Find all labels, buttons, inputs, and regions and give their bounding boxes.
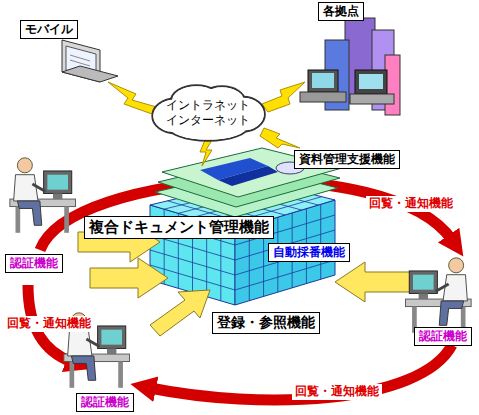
lightning-bolt: [260, 128, 300, 148]
chart-shape: [218, 166, 278, 186]
function-box: 複合ドキュメント管理機能: [84, 216, 274, 239]
node-text: 複合ドキュメント管理機能: [89, 218, 269, 237]
illustration-part: [70, 55, 90, 66]
function-box: 資料管理支援機能: [294, 150, 400, 169]
flow-label: 回覧・通知機能: [292, 384, 382, 400]
node-text: 資料管理支援機能: [299, 152, 395, 167]
illustration-part: [312, 73, 334, 88]
illustration-part: [350, 94, 394, 104]
node-text: 認証機能: [419, 329, 467, 344]
node-text: 登録・参照機能: [217, 314, 315, 332]
network-bolts: [108, 82, 305, 166]
node-text: 認証機能: [81, 395, 129, 410]
auth-box: 認証機能: [414, 327, 472, 346]
function-box: 自動採番機能: [268, 243, 350, 262]
data-arrows: [78, 222, 420, 336]
lightning-bolt: [200, 140, 212, 166]
node-text: 自動採番機能: [273, 245, 345, 260]
network-cloud: イントラネット インターネット: [150, 84, 266, 142]
grid-line: [320, 204, 321, 279]
place-label: 各拠点: [318, 2, 364, 21]
yellow-arrow: [90, 258, 168, 298]
place-label: モバイル: [20, 20, 78, 39]
node-text: イントラネット インターネット: [150, 98, 266, 128]
illustration-part: [355, 70, 387, 94]
node-text: 各拠点: [323, 4, 359, 19]
grid-line: [150, 235, 235, 260]
grid-line: [150, 250, 235, 275]
person-at-desk: [406, 258, 472, 333]
illustration-part: [300, 92, 346, 102]
circulation-arrow: [150, 345, 452, 400]
branch-buildings: [300, 18, 400, 115]
lightning-bolt: [262, 82, 305, 112]
flow-label: 回覧・通知機能: [366, 196, 456, 212]
node-text: 認証機能: [10, 256, 58, 271]
person-at-desk: [10, 158, 76, 233]
illustration-part: [62, 66, 118, 82]
yellow-arrow: [335, 262, 420, 302]
node-text: モバイル: [25, 22, 73, 37]
function-box: 登録・参照機能: [212, 312, 320, 334]
laptop-icon: [62, 40, 118, 82]
flow-label: 回覧・通知機能: [4, 316, 94, 332]
auth-box: 認証機能: [5, 254, 63, 273]
lightning-bolt: [108, 82, 160, 114]
auth-box: 認証機能: [76, 393, 134, 412]
grid-line: [235, 260, 335, 290]
illustration-part: [308, 70, 338, 92]
yellow-arrow: [150, 290, 210, 336]
illustration-part: [359, 74, 383, 89]
